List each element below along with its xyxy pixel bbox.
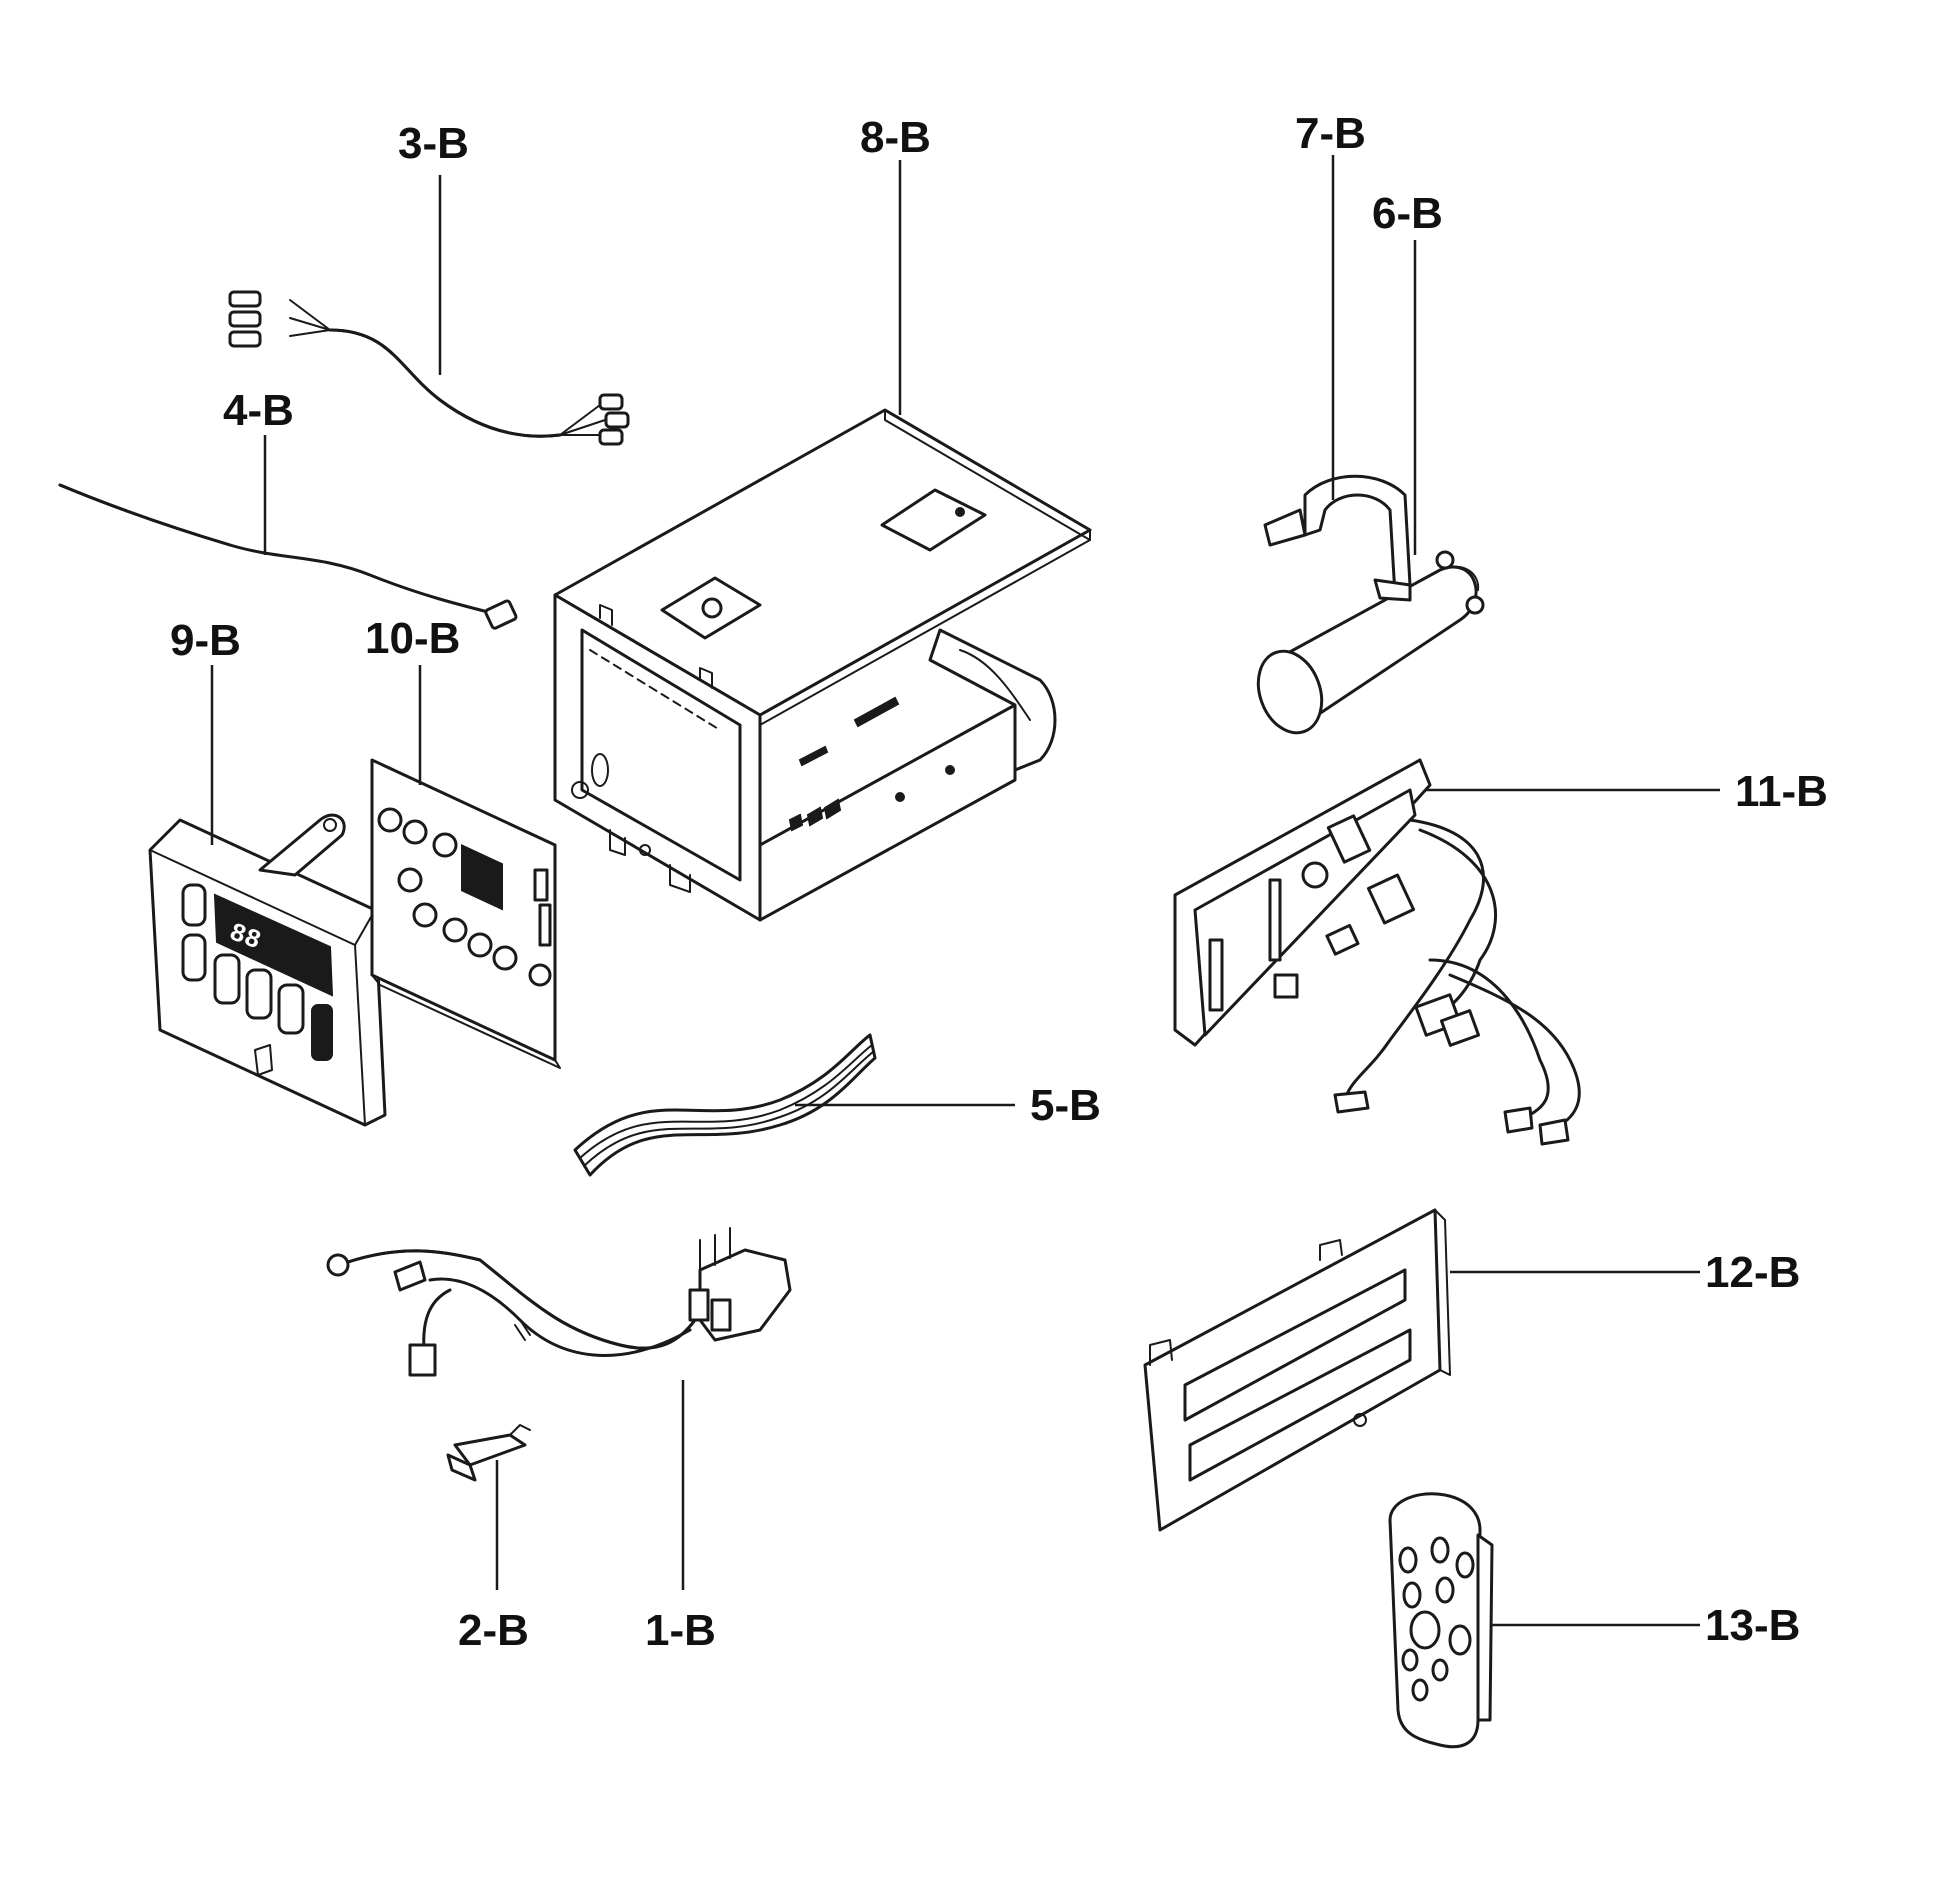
label-12b: 12-B — [1705, 1248, 1800, 1297]
panel-button — [245, 968, 273, 1020]
label-6b: 6-B — [1372, 189, 1443, 238]
label-8b: 8-B — [860, 113, 931, 162]
label-2b: 2-B — [458, 1606, 529, 1655]
label-3b: 3-B — [398, 119, 469, 168]
leader-lines — [210, 155, 1720, 1627]
part-8b-control-box — [553, 408, 1092, 922]
part-3b-wire-harness — [228, 290, 630, 446]
label-5b: 5-B — [1030, 1081, 1101, 1130]
part-6b-7b-capacitor — [1256, 474, 1485, 735]
label-9b: 9-B — [170, 616, 241, 665]
part-11b-main-pcb — [1173, 758, 1581, 1146]
panel-button — [181, 933, 207, 982]
part-9b-display-panel: 88 — [148, 813, 387, 1127]
label-4b: 4-B — [223, 386, 294, 435]
part-labels: 3-B 8-B 7-B 6-B 4-B 9-B 10-B 11-B 5-B 12… — [170, 109, 1828, 1655]
part-12b-cover-plate — [1143, 1208, 1451, 1532]
label-1b: 1-B — [645, 1606, 716, 1655]
label-11b: 11-B — [1735, 767, 1828, 816]
part-13b-remote — [1388, 1492, 1494, 1749]
panel-button — [181, 883, 207, 927]
label-7b: 7-B — [1295, 109, 1366, 158]
part-2b-clip — [446, 1424, 531, 1482]
panel-button — [213, 953, 241, 1005]
part-4b-sensor-wire — [58, 483, 518, 630]
label-13b: 13-B — [1705, 1601, 1800, 1650]
part-1b-power-harness — [326, 1227, 792, 1377]
part-10b-control-pcb — [370, 758, 561, 1069]
panel-button — [277, 983, 305, 1035]
label-10b: 10-B — [365, 614, 460, 663]
